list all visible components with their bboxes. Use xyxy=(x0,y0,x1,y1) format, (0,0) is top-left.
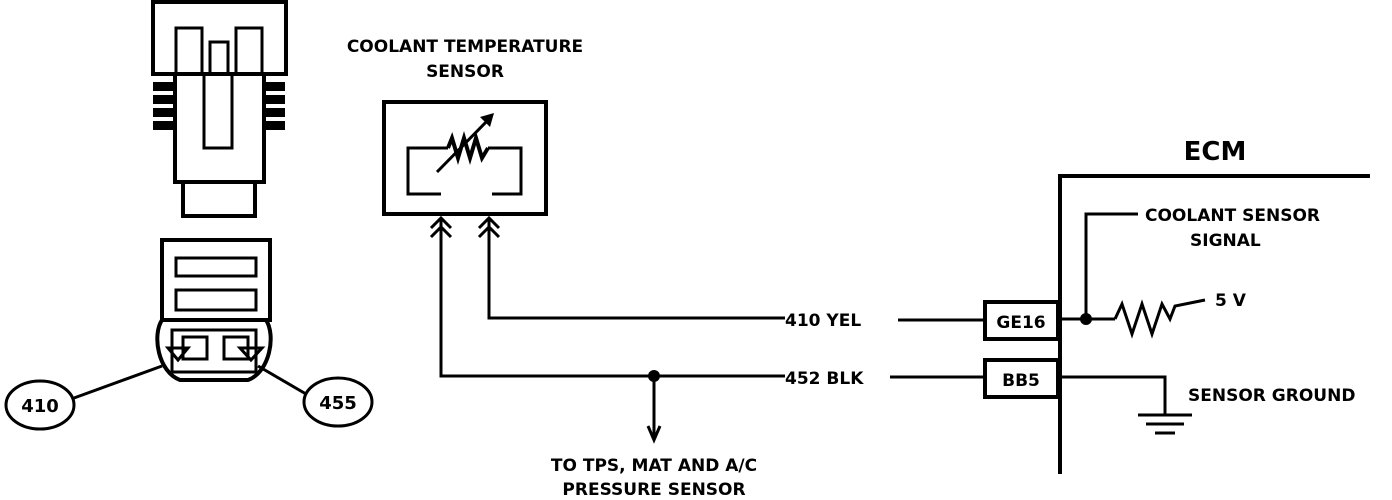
sensor-title: COOLANT TEMPERATURE xyxy=(347,37,583,57)
ground-circuit xyxy=(1058,375,1192,435)
coolant-sensor-box xyxy=(382,100,548,216)
to-note-line2: PRESSURE SENSOR xyxy=(562,480,745,500)
signal-circuit xyxy=(1058,212,1206,339)
to-note-line1: TO TPS, MAT AND A/C xyxy=(551,456,757,476)
pin-bb5-label: BB5 xyxy=(1002,371,1040,391)
thermistor-icon xyxy=(446,131,490,165)
sensor-plug-illustration xyxy=(151,0,288,218)
wire-410-yel xyxy=(487,220,985,322)
signal-label-line1: COOLANT SENSOR xyxy=(1145,206,1320,226)
pin-ge16: GE16 xyxy=(983,300,1060,341)
connector-face-illustration xyxy=(155,238,273,382)
pin-ge16-label: GE16 xyxy=(996,313,1045,333)
arrow-down-icon xyxy=(646,425,662,444)
signal-label-line2: SIGNAL xyxy=(1190,231,1261,251)
sensor-subtitle: SENSOR xyxy=(426,62,504,82)
wire-452-label: 452 BLK xyxy=(785,369,864,389)
callout-455-label: 455 xyxy=(319,393,357,414)
callout-410-label: 410 xyxy=(21,396,59,417)
wire-410-label: 410 YEL xyxy=(785,311,861,331)
pullup-resistor-icon xyxy=(1113,298,1206,339)
wire-452-blk xyxy=(439,220,985,444)
pin-bb5: BB5 xyxy=(983,358,1060,399)
voltage-label: 5 V xyxy=(1215,291,1247,311)
callout-455: 455 xyxy=(257,364,374,428)
callout-410: 410 xyxy=(4,364,163,431)
ecm-label: ECM xyxy=(1184,137,1247,167)
ground-label: SENSOR GROUND xyxy=(1188,386,1355,406)
